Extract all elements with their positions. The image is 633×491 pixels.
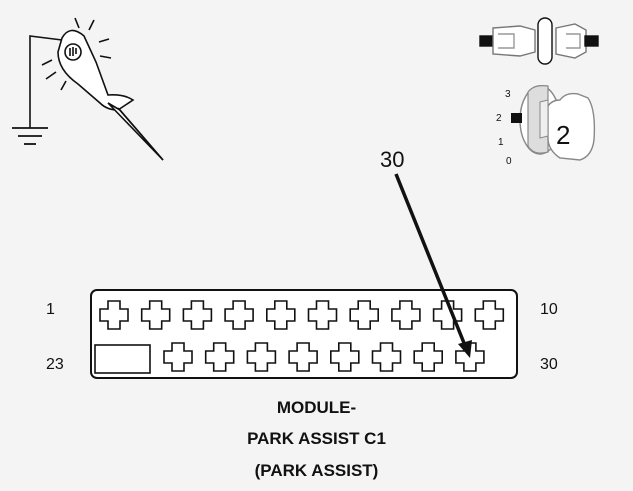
pin-cavity (163, 342, 193, 372)
pin-cavity (371, 342, 402, 372)
pin-cavity (224, 300, 254, 330)
pin-cavity (413, 342, 443, 372)
key-selected-position: 2 (556, 120, 570, 150)
ground-symbol-icon (12, 127, 48, 145)
pin-row-top (99, 300, 505, 330)
pin-label-row-top-start: 1 (46, 301, 55, 318)
pin-label-row-bottom-end: 30 (540, 356, 558, 373)
key-position-label: 1 (498, 137, 504, 148)
pin-cavity (204, 342, 235, 372)
pin-label-row-bottom-start: 23 (46, 356, 64, 373)
pin-cavity (99, 300, 129, 330)
pin-cavity (182, 300, 213, 330)
key-position-label: 2 (496, 113, 502, 124)
key-position-label: 3 (505, 89, 511, 100)
pin-cavity (391, 300, 421, 330)
pin-cavity (330, 342, 360, 372)
pin-cavity (288, 342, 318, 372)
caption-line-1: MODULE- (276, 398, 357, 417)
disconnected-connector-icon (479, 17, 599, 65)
caption-line-3: (PARK ASSIST) (254, 461, 379, 480)
test-light-icon (29, 17, 164, 161)
pin-cavity (246, 342, 277, 372)
pin-cavity (474, 300, 505, 330)
pin-cavity (307, 300, 338, 330)
key-position-label: 0 (506, 156, 512, 167)
pin-label-row-top-end: 10 (540, 301, 558, 318)
pin-cavity (140, 300, 171, 330)
callout-arrow (394, 173, 468, 349)
pin-cavity (432, 300, 463, 330)
ignition-key-icon (511, 85, 596, 161)
pin-cavity (349, 300, 379, 330)
connector-key-slot (94, 344, 151, 374)
pin-cavity (266, 300, 296, 330)
callout-pin-label: 30 (380, 147, 404, 172)
callout-arrowhead (458, 340, 472, 358)
caption-line-2: PARK ASSIST C1 (247, 429, 386, 448)
